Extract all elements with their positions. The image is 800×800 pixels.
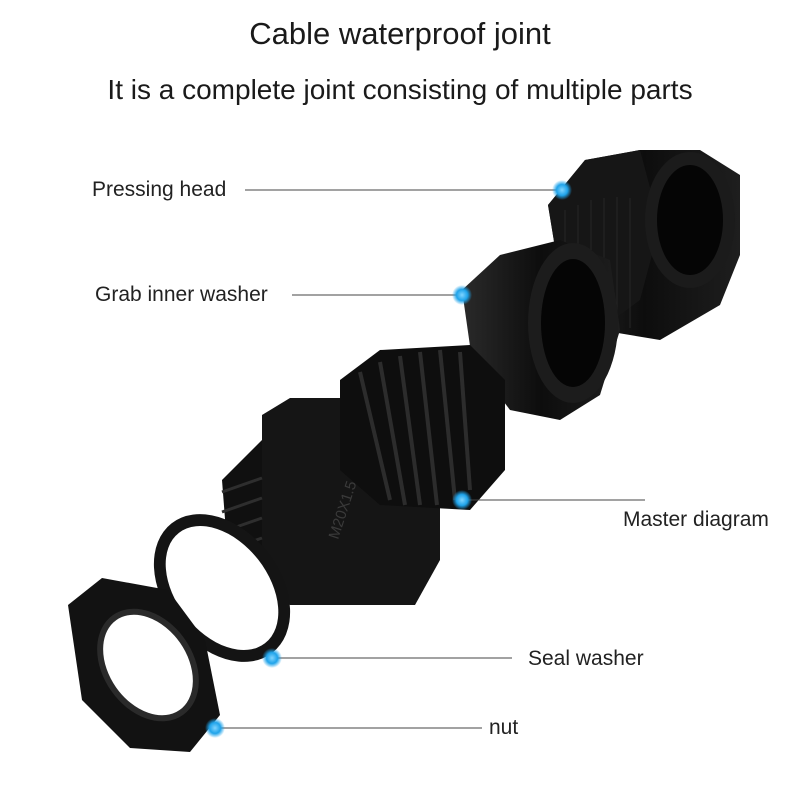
nut-part <box>68 578 220 752</box>
grab-washer-marker-dot <box>452 285 472 305</box>
pressing-head-label: Pressing head <box>92 178 227 201</box>
master-diagram-marker-dot <box>452 490 472 510</box>
leader-lines <box>215 189 645 729</box>
page-title: Cable waterproof joint <box>249 16 551 51</box>
pressing-head-marker-dot <box>552 180 572 200</box>
master-body-part: M20X1.5 <box>221 345 505 610</box>
nut-label: nut <box>489 716 519 739</box>
grab-inner-washer-part <box>462 240 620 420</box>
page-subtitle: It is a complete joint consisting of mul… <box>107 74 693 105</box>
master-diagram-label: Master diagram <box>623 508 769 531</box>
nut-marker-dot <box>205 718 225 738</box>
grab-inner-washer-label: Grab inner washer <box>95 283 268 306</box>
seal-washer-label: Seal washer <box>528 647 644 670</box>
seal-washer-marker-dot <box>262 648 282 668</box>
